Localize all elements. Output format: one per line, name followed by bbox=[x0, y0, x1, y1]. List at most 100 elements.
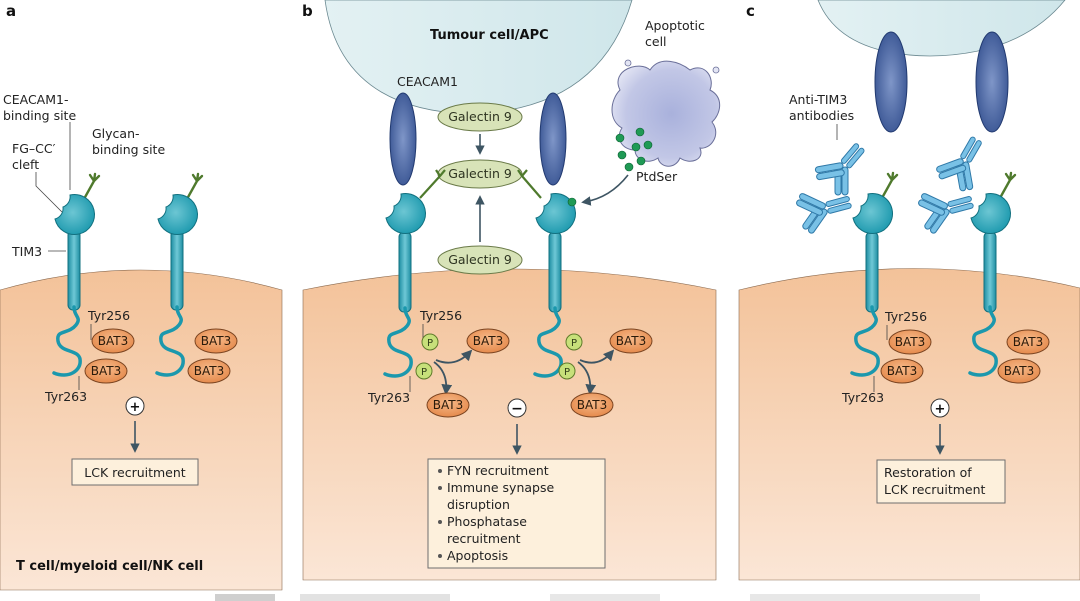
bat3-protein: BAT3 bbox=[194, 328, 238, 354]
bat3-protein: BAT3 bbox=[466, 328, 510, 354]
phosphate-group: P bbox=[415, 362, 433, 380]
truncated-caption bbox=[215, 594, 275, 601]
tim3-label: TIM3 bbox=[11, 244, 42, 259]
bat3-protein: BAT3 bbox=[570, 392, 614, 418]
galectin9-protein: Galectin 9 bbox=[437, 245, 523, 275]
svg-text:BAT3: BAT3 bbox=[473, 334, 503, 348]
phosphate-group: P bbox=[421, 333, 439, 351]
bat3-protein: BAT3 bbox=[997, 358, 1041, 384]
tim3-stalk bbox=[865, 231, 879, 313]
outcome-box-inhibition: FYN recruitment Immune synapse disruptio… bbox=[427, 458, 606, 569]
tyr256-label: Tyr256 bbox=[419, 308, 462, 323]
arrow-icon bbox=[581, 174, 629, 206]
negative-sign-icon: − bbox=[507, 398, 527, 418]
tim3-receptor-head bbox=[157, 172, 204, 235]
release-arrow-icon bbox=[577, 361, 597, 396]
svg-text:Restoration of: Restoration of bbox=[884, 465, 972, 480]
panel-a: a CEACAM1- binding site Glycan- binding … bbox=[0, 2, 283, 591]
outcome-item: Phosphatase bbox=[447, 514, 527, 529]
panel-c: c Anti-TIM3 antibodies Tyr256 BAT3 BAT3 … bbox=[738, 0, 1080, 581]
svg-text:P: P bbox=[427, 338, 433, 349]
tyr256-label: Tyr256 bbox=[87, 308, 130, 323]
fg-cc-cleft-label-2: cleft bbox=[12, 157, 39, 172]
outcome-item: FYN recruitment bbox=[447, 463, 549, 478]
ceacam1-protein bbox=[389, 92, 417, 186]
galectin9-protein: Galectin 9 bbox=[437, 159, 523, 189]
bat3-protein: BAT3 bbox=[609, 328, 653, 354]
svg-text:LCK recruitment: LCK recruitment bbox=[84, 465, 186, 480]
antibody-icon bbox=[931, 127, 997, 197]
svg-text:P: P bbox=[571, 338, 577, 349]
bat3-protein: BAT3 bbox=[880, 358, 924, 384]
outcome-box-restoration: Restoration of LCK recruitment bbox=[876, 459, 1006, 504]
svg-text:BAT3: BAT3 bbox=[194, 364, 224, 378]
svg-text:BAT3: BAT3 bbox=[201, 334, 231, 348]
anti-tim3-label-2: antibodies bbox=[789, 108, 854, 123]
tyr263-label: Tyr263 bbox=[841, 390, 884, 405]
svg-text:LCK recruitment: LCK recruitment bbox=[884, 482, 986, 497]
svg-text:BAT3: BAT3 bbox=[91, 364, 121, 378]
anti-tim3-label: Anti-TIM3 bbox=[789, 92, 847, 107]
outcome-item: Apoptosis bbox=[447, 548, 508, 563]
svg-text:Galectin 9: Galectin 9 bbox=[448, 109, 512, 124]
release-arrow-icon bbox=[435, 349, 473, 364]
tim3-receptor-head bbox=[54, 172, 101, 235]
tim3-stalk bbox=[170, 229, 184, 311]
ptdser-molecules bbox=[567, 127, 653, 207]
release-arrow-icon bbox=[433, 361, 453, 396]
tim3-stalk bbox=[398, 231, 412, 313]
tumour-cell-label: Tumour cell/APC bbox=[430, 28, 549, 43]
svg-text:P: P bbox=[564, 367, 570, 378]
apoptotic-cell bbox=[611, 59, 721, 167]
panel-letter-c: c bbox=[746, 2, 755, 20]
ceacam1-label: CEACAM1 bbox=[397, 74, 458, 89]
bat3-protein: BAT3 bbox=[1006, 329, 1050, 355]
outcome-item: Immune synapse bbox=[447, 480, 554, 495]
tumour-cell bbox=[324, 0, 633, 115]
positive-sign-icon: + bbox=[930, 398, 950, 418]
outcome-box-lck-recruitment: LCK recruitment bbox=[71, 458, 199, 486]
svg-text:BAT3: BAT3 bbox=[616, 334, 646, 348]
tyr256-label: Tyr256 bbox=[884, 309, 927, 324]
apoptotic-cell-label: Apoptotic bbox=[645, 18, 705, 33]
bat3-protein: BAT3 bbox=[426, 392, 470, 418]
svg-text:P: P bbox=[421, 367, 427, 378]
ptdser-label: PtdSer bbox=[636, 169, 678, 184]
svg-text:+: + bbox=[935, 402, 946, 417]
ceacam1-binding-site-label: CEACAM1- bbox=[3, 92, 69, 107]
tim3-stalk bbox=[983, 231, 997, 313]
fg-cc-cleft-label: FG–CC′ bbox=[12, 141, 56, 156]
ceacam1-binding-site-label-2: binding site bbox=[3, 108, 76, 123]
galectin9-protein: Galectin 9 bbox=[437, 102, 523, 132]
tyr263-label: Tyr263 bbox=[367, 390, 410, 405]
antibody-icon bbox=[809, 132, 878, 202]
svg-text:BAT3: BAT3 bbox=[98, 334, 128, 348]
panel-letter-b: b bbox=[302, 2, 313, 20]
tim3-receptor-head bbox=[385, 192, 426, 234]
glycan-binding-site-label: Glycan- bbox=[92, 126, 140, 141]
tim3-receptor-head bbox=[852, 171, 899, 234]
ceacam1-protein bbox=[874, 31, 908, 133]
ceacam1-protein bbox=[975, 31, 1009, 133]
svg-text:BAT3: BAT3 bbox=[895, 335, 925, 349]
tumour-cell bbox=[817, 0, 1066, 57]
svg-text:BAT3: BAT3 bbox=[887, 364, 917, 378]
svg-text:Galectin 9: Galectin 9 bbox=[448, 252, 512, 267]
phosphate-group: P bbox=[565, 333, 583, 351]
panel-letter-a: a bbox=[6, 2, 16, 20]
svg-text:Galectin 9: Galectin 9 bbox=[448, 166, 512, 181]
svg-text:+: + bbox=[130, 400, 141, 415]
truncated-caption bbox=[750, 594, 980, 601]
outcome-item: recruitment bbox=[447, 531, 521, 546]
ceacam1-protein bbox=[539, 92, 567, 186]
bat3-protein: BAT3 bbox=[84, 358, 128, 384]
cell-membrane-a bbox=[0, 269, 283, 591]
truncated-caption bbox=[550, 594, 660, 601]
svg-text:BAT3: BAT3 bbox=[1013, 335, 1043, 349]
bat3-protein: BAT3 bbox=[91, 328, 135, 354]
positive-sign-icon: + bbox=[125, 396, 145, 416]
release-arrow-icon bbox=[579, 349, 615, 364]
apoptotic-cell-label-2: cell bbox=[645, 34, 667, 49]
bat3-protein: BAT3 bbox=[888, 329, 932, 355]
